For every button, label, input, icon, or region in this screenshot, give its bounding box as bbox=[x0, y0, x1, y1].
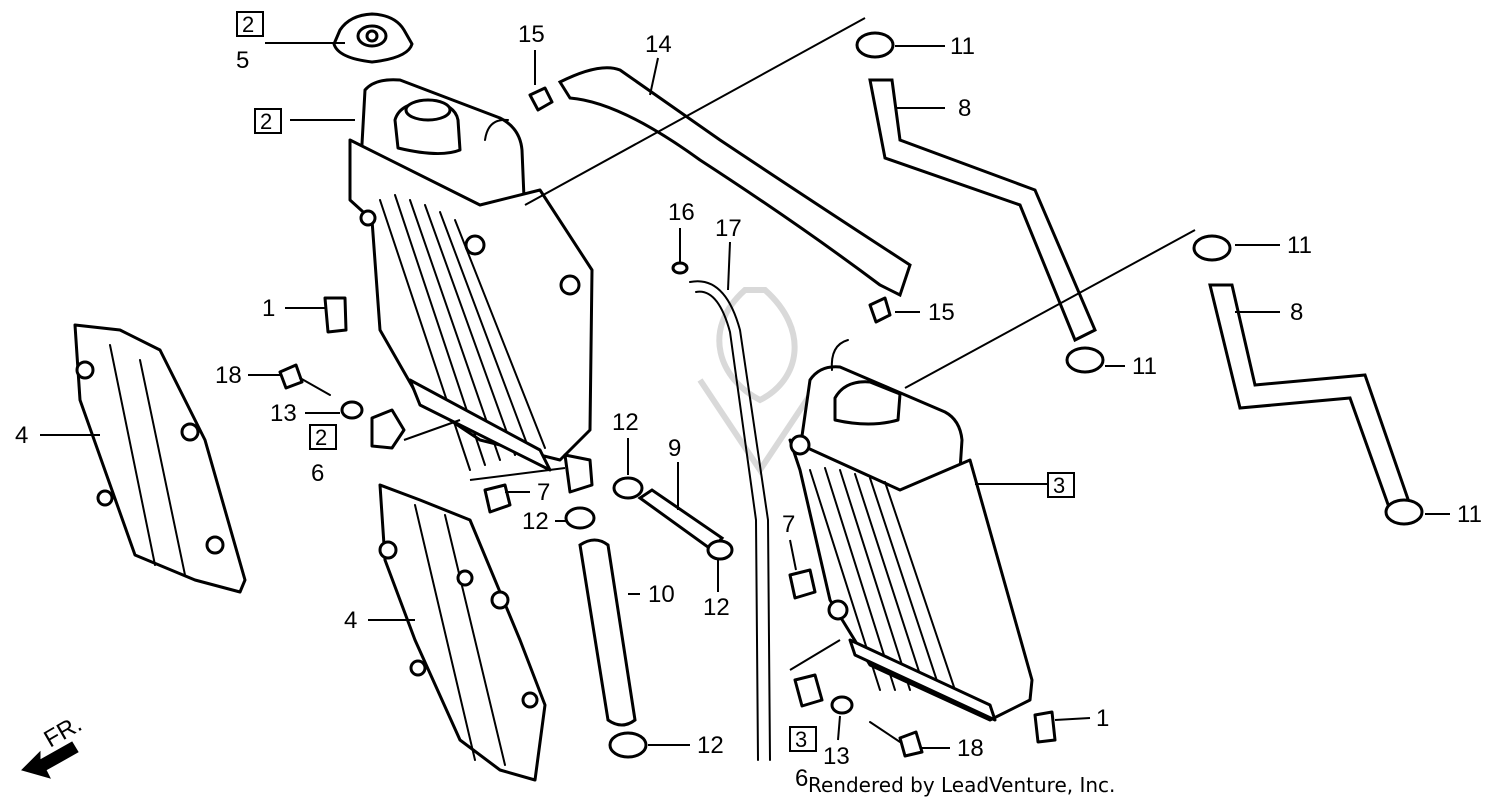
callout-12-b: 12 bbox=[522, 508, 549, 535]
hose-8-lower bbox=[1208, 283, 1412, 512]
callout-11-right-top: 11 bbox=[1287, 232, 1312, 259]
callout-14: 14 bbox=[645, 31, 672, 58]
callout-11-top: 11 bbox=[950, 33, 975, 60]
callout-5: 5 bbox=[236, 47, 249, 74]
callout-leaders bbox=[40, 42, 1450, 749]
radiator-cap bbox=[332, 12, 414, 64]
callout-2-cap-box: 2 bbox=[242, 12, 254, 37]
direction-label: FR. bbox=[40, 710, 87, 753]
callout-2-box-left: 2 bbox=[315, 425, 327, 450]
callout-3-right-box: 3 bbox=[1053, 473, 1065, 498]
callout-7-right: 7 bbox=[782, 511, 795, 538]
callout-1-left: 1 bbox=[262, 295, 275, 322]
callout-18-left: 18 bbox=[215, 362, 242, 389]
callout-6-left: 6 bbox=[311, 460, 324, 487]
callout-15-top: 15 bbox=[518, 21, 545, 48]
hose-10 bbox=[578, 538, 637, 727]
credit-text: Rendered by LeadVenture, Inc. bbox=[808, 773, 1115, 797]
callout-12-c: 12 bbox=[703, 594, 730, 621]
guide-lines bbox=[469, 17, 1196, 671]
callout-8-top: 8 bbox=[958, 95, 971, 122]
clamps bbox=[528, 31, 1424, 759]
callout-13-left: 13 bbox=[270, 400, 297, 427]
callout-2-radiator-box: 2 bbox=[260, 109, 272, 134]
callout-1-right: 1 bbox=[1096, 705, 1109, 732]
callout-12-d: 12 bbox=[697, 732, 724, 759]
callout-4-bottom: 4 bbox=[344, 607, 357, 634]
callout-11-mid: 11 bbox=[1132, 353, 1157, 380]
left-shroud-lower bbox=[378, 483, 547, 782]
left-shroud-upper bbox=[73, 323, 247, 594]
callout-12-a: 12 bbox=[612, 409, 639, 436]
callout-13-bottom: 13 bbox=[823, 743, 850, 770]
callout-6-bottom: 6 bbox=[795, 765, 808, 792]
callout-11-bottom-right: 11 bbox=[1457, 501, 1482, 528]
callout-17: 17 bbox=[715, 215, 742, 242]
callout-15-mid: 15 bbox=[928, 299, 955, 326]
breather-tube-17 bbox=[689, 280, 771, 761]
callout-4-top: 4 bbox=[15, 422, 28, 449]
callout-16: 16 bbox=[668, 199, 695, 226]
callout-9: 9 bbox=[668, 435, 681, 462]
callout-18-bottom: 18 bbox=[957, 735, 984, 762]
callout-10: 10 bbox=[648, 581, 675, 608]
callout-8-right: 8 bbox=[1290, 299, 1303, 326]
callout-3-bottom-box: 3 bbox=[795, 727, 807, 752]
upper-hose-14 bbox=[557, 66, 912, 298]
hose-9 bbox=[637, 488, 725, 553]
left-radiator bbox=[348, 78, 594, 494]
right-radiator bbox=[788, 339, 1034, 722]
front-direction-arrow: FR. bbox=[21, 710, 87, 779]
callout-7-left: 7 bbox=[537, 479, 550, 506]
hose-8-upper bbox=[868, 78, 1097, 343]
bolts-and-grommets bbox=[278, 296, 1057, 758]
